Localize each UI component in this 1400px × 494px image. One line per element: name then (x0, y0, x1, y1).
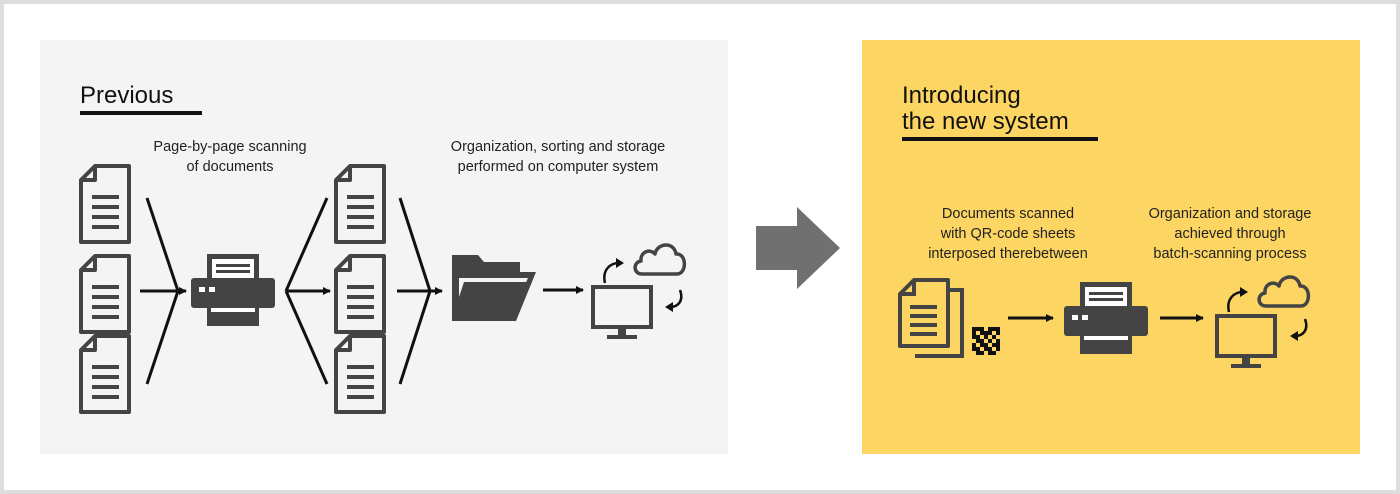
new-organization-caption: Organization and storage achieved throug… (1148, 206, 1312, 262)
document-icon (334, 254, 386, 334)
new-scan-caption: Documents scanned with QR-code sheets in… (928, 206, 1088, 262)
qr-code-icon (972, 327, 1000, 355)
new-system-title-line2: the new system (902, 108, 1069, 135)
stacked-documents-icon (898, 278, 964, 358)
transition-arrow-icon (756, 207, 840, 289)
monitor-icon (591, 285, 653, 341)
sync-arrow-icon (1227, 287, 1308, 341)
new-system-title-underline (902, 137, 1098, 141)
cloud-icon (1257, 275, 1311, 308)
printer-icon (191, 254, 275, 326)
document-icon (79, 164, 131, 244)
cloud-icon (633, 243, 687, 276)
monitor-icon (1215, 314, 1277, 370)
previous-organization-caption: Organization, sorting and storage perfor… (450, 139, 666, 175)
document-icon (334, 334, 386, 414)
previous-title-underline (80, 111, 202, 115)
merge-connector (140, 197, 187, 385)
previous-title: Previous (80, 82, 174, 109)
printer-icon (1064, 282, 1148, 354)
folder-icon (452, 255, 536, 321)
document-icon (79, 254, 131, 334)
split-connector (284, 197, 331, 385)
document-icon (334, 164, 386, 244)
new-system-title-line1: Introducing (902, 82, 1021, 109)
previous-scan-caption: Page-by-page scanning of documents (153, 139, 307, 175)
sync-arrow-icon (603, 258, 683, 312)
merge-connector (397, 197, 443, 385)
document-icon (79, 334, 131, 414)
new-system-panel (862, 40, 1360, 454)
